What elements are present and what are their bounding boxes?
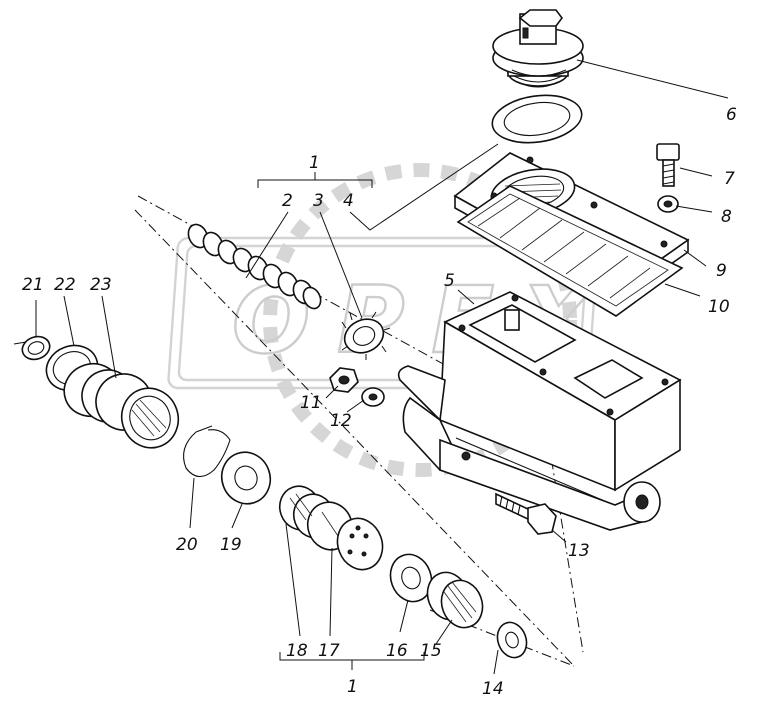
- spring-washer-part: [361, 387, 385, 407]
- check-valve-part: [341, 311, 391, 360]
- cover-gasket-part: [456, 185, 684, 317]
- callout-6: 6: [726, 105, 737, 125]
- piston-assembly-part: [278, 485, 384, 571]
- callout-16: 16: [386, 641, 408, 661]
- wire-clip-part: [183, 425, 231, 478]
- callout-13: 13: [568, 541, 590, 561]
- callout-22: 22: [54, 275, 76, 295]
- callout-8: 8: [721, 207, 732, 227]
- callout-19: 19: [220, 535, 242, 555]
- callout-10: 10: [708, 297, 730, 317]
- callout-17: 17: [318, 641, 340, 661]
- retaining-ring-part: [13, 335, 51, 361]
- callout-14: 14: [482, 679, 504, 699]
- cover-bolt-part: [656, 143, 680, 187]
- cylinder-housing-part: [397, 291, 682, 531]
- callout-1-bottom: 1: [347, 677, 358, 697]
- callout-labels: 1 2 3 4 5 6 7 8 9 10 11 12 13 14 15 16 1…: [22, 105, 737, 699]
- filler-cap-part: [492, 9, 584, 88]
- callout-5: 5: [444, 271, 455, 291]
- primary-cup-part: [426, 571, 484, 629]
- hex-nut-part: [329, 367, 359, 393]
- callout-23: 23: [90, 275, 112, 295]
- leader-lines: [35, 59, 729, 675]
- stop-washer-part: [220, 451, 272, 505]
- end-ring-part: [496, 621, 528, 659]
- callout-7: 7: [724, 169, 735, 189]
- callout-18: 18: [286, 641, 308, 661]
- assembly-axis-right: [544, 419, 584, 653]
- callout-4: 4: [343, 191, 354, 211]
- callout-1-top: 1: [309, 153, 320, 173]
- callout-20: 20: [176, 535, 198, 555]
- callout-3: 3: [313, 191, 324, 211]
- callout-11: 11: [300, 393, 322, 413]
- assembly-axis-lower: [134, 209, 575, 667]
- lock-washer-part: [657, 195, 679, 213]
- callout-2: 2: [282, 191, 293, 211]
- cap-gasket-part: [491, 94, 583, 144]
- callout-12: 12: [330, 411, 352, 431]
- mounting-bolt-part: [495, 492, 557, 535]
- callout-21: 21: [22, 275, 44, 295]
- spacer-washer-part: [389, 553, 433, 603]
- callout-15: 15: [420, 641, 442, 661]
- dust-boot-part: [63, 362, 180, 449]
- callout-9: 9: [716, 261, 727, 281]
